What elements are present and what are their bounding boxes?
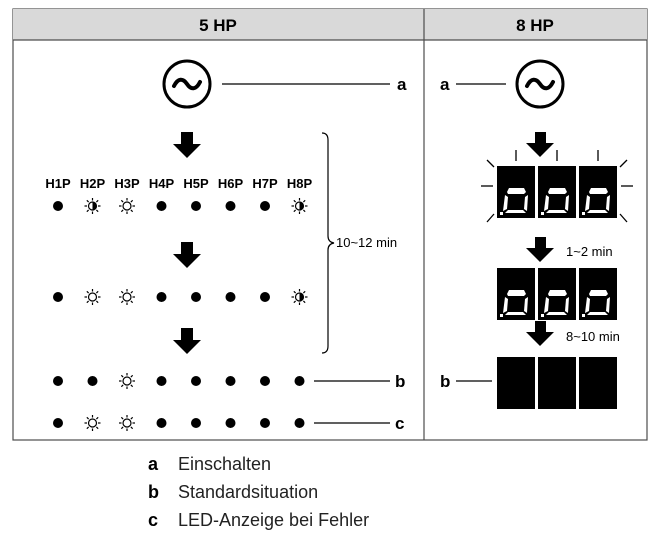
- led-on-icon: [294, 418, 305, 428]
- callout-a-right: a: [440, 75, 450, 94]
- callout-a-left: a: [397, 75, 407, 94]
- display-digit: [579, 268, 617, 320]
- blink-ray: [486, 159, 495, 168]
- led-label-h5p: H5P: [183, 176, 209, 191]
- column-title-8hp: 8 HP: [516, 16, 554, 35]
- display-digit-blank: [497, 357, 535, 409]
- legend-text: Einschalten: [178, 453, 272, 474]
- led-on-icon: [156, 376, 167, 386]
- legend-text: Standardsituation: [178, 481, 319, 502]
- legend-key: b: [148, 481, 159, 502]
- down-arrow-1: [173, 132, 201, 158]
- led-on-icon: [225, 201, 236, 211]
- legend-item: b Standardsituation: [148, 478, 369, 506]
- power-on-icon-left: [162, 59, 212, 109]
- led-header-row: H1P H2P H3P H4P H5P H6P H7P H8P: [45, 176, 312, 191]
- display-digit-blinking: [497, 166, 535, 218]
- led-on-icon: [225, 292, 236, 302]
- led-on-icon: [156, 418, 167, 428]
- led-off-icon: [119, 198, 135, 214]
- header-band: [13, 9, 647, 40]
- legend-key: a: [148, 453, 159, 474]
- led-on-icon: [260, 201, 270, 211]
- time-bracket: [321, 132, 335, 354]
- led-on-icon: [156, 292, 167, 302]
- led-off-icon: [119, 289, 135, 305]
- led-on-icon: [191, 292, 201, 302]
- blink-ray: [619, 213, 628, 223]
- display-digit: [497, 268, 535, 320]
- led-off-icon: [119, 415, 135, 431]
- led-label-h2p: H2P: [80, 176, 106, 191]
- legend-item: a Einschalten: [148, 450, 369, 478]
- display-blank: [497, 357, 617, 409]
- led-on-icon: [53, 418, 63, 428]
- led-on-icon: [53, 201, 63, 211]
- time-label-8-10: 8~10 min: [566, 329, 620, 344]
- led-label-h7p: H7P: [252, 176, 278, 191]
- led-on-icon: [87, 376, 98, 386]
- led-off-icon: [119, 373, 135, 389]
- led-label-h6p: H6P: [218, 176, 244, 191]
- led-on-icon: [191, 201, 201, 211]
- led-blinking-icon: [291, 289, 308, 305]
- blink-ray: [619, 159, 628, 168]
- display-steady: [497, 268, 617, 320]
- led-on-icon: [260, 292, 270, 302]
- down-arrow-2: [173, 242, 201, 268]
- callout-c: c: [395, 414, 404, 433]
- led-on-icon: [294, 376, 305, 386]
- startup-diagram: 5 HP 8 HP a H1P H2P H3P H4P H5P H6P H7P H8P 10~…: [12, 8, 648, 441]
- led-on-icon: [156, 201, 167, 211]
- display-digit-blinking: [579, 166, 617, 218]
- column-title-5hp: 5 HP: [199, 16, 237, 35]
- led-label-h3p: H3P: [114, 176, 140, 191]
- display-digit-blank: [538, 357, 576, 409]
- legend: a Einschalten b Standardsituation c LED-…: [148, 450, 369, 534]
- led-on-icon: [191, 418, 201, 428]
- display-digit: [538, 268, 576, 320]
- led-grid: [53, 198, 308, 431]
- led-on-icon: [53, 292, 63, 302]
- callout-b-left: b: [395, 372, 405, 391]
- power-on-icon-right: [515, 59, 565, 109]
- down-arrow-r1: [526, 132, 554, 157]
- led-on-icon: [260, 376, 270, 386]
- led-label-h8p: H8P: [287, 176, 313, 191]
- led-blinking-icon: [291, 198, 308, 214]
- callout-b-right: b: [440, 372, 450, 391]
- down-arrow-r2: [526, 237, 554, 262]
- display-digit-blank: [579, 357, 617, 409]
- legend-key: c: [148, 509, 159, 530]
- time-label-10-12: 10~12 min: [336, 235, 397, 250]
- blink-ray: [486, 213, 495, 223]
- led-on-icon: [225, 376, 236, 386]
- display-digit-blinking: [538, 166, 576, 218]
- down-arrow-3: [173, 328, 201, 354]
- legend-text: LED-Anzeige bei Fehler: [178, 509, 370, 530]
- time-label-1-2: 1~2 min: [566, 244, 613, 259]
- display-blinking: [481, 150, 633, 223]
- led-on-icon: [191, 376, 201, 386]
- led-off-icon: [84, 415, 101, 431]
- led-off-icon: [84, 289, 101, 305]
- down-arrow-r3: [526, 321, 554, 346]
- led-on-icon: [225, 418, 236, 428]
- led-label-h1p: H1P: [45, 176, 71, 191]
- legend-item: c LED-Anzeige bei Fehler: [148, 506, 369, 534]
- led-on-icon: [260, 418, 270, 428]
- led-label-h4p: H4P: [149, 176, 175, 191]
- led-on-icon: [53, 376, 63, 386]
- led-blinking-icon: [84, 198, 101, 214]
